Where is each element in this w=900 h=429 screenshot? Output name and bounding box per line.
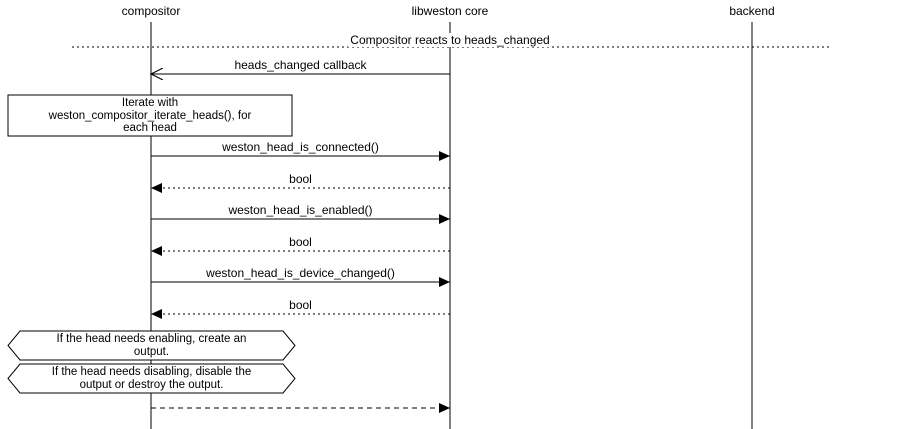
lifelines-group (150, 22, 753, 429)
separator-label: Compositor reacts to heads_changed (348, 33, 552, 47)
note-line: output or destroy the output. (79, 378, 224, 391)
message-label-bool-return-device-changed: bool (286, 298, 315, 312)
note-line: weston_compositor_iterate_heads(), for (48, 109, 252, 122)
message-label-weston-head-is-enabled: weston_head_is_enabled() (225, 203, 376, 217)
lifeline-label-compositor: compositor (121, 4, 181, 18)
lifeline-label-libweston-core: libweston core (411, 4, 489, 18)
message-label-weston-head-is-connected: weston_head_is_connected() (219, 140, 382, 154)
notes-group (7, 94, 296, 394)
note-line: If the head needs enabling, create an (56, 333, 247, 345)
message-label-bool-return-enabled: bool (286, 235, 315, 249)
note-shape-enable-head-note (7, 330, 296, 361)
note-line: each head (123, 122, 177, 134)
note-line: output. (133, 345, 170, 358)
note-line: Iterate with (121, 97, 179, 109)
note-shape-iterate-heads-note (7, 94, 293, 137)
message-label-bool-return-connected: bool (286, 172, 315, 186)
messages-group (151, 74, 450, 413)
message-label-heads-changed-callback: heads_changed callback (231, 58, 370, 72)
message-label-weston-head-is-device-changed: weston_head_is_device_changed() (203, 266, 398, 280)
note-shape-disable-head-note (7, 363, 296, 394)
lifeline-label-backend: backend (729, 4, 775, 18)
note-text-disable-head-note: If the head needs disabling, disable the… (8, 366, 295, 391)
note-line: If the head needs disabling, disable the (51, 366, 252, 378)
